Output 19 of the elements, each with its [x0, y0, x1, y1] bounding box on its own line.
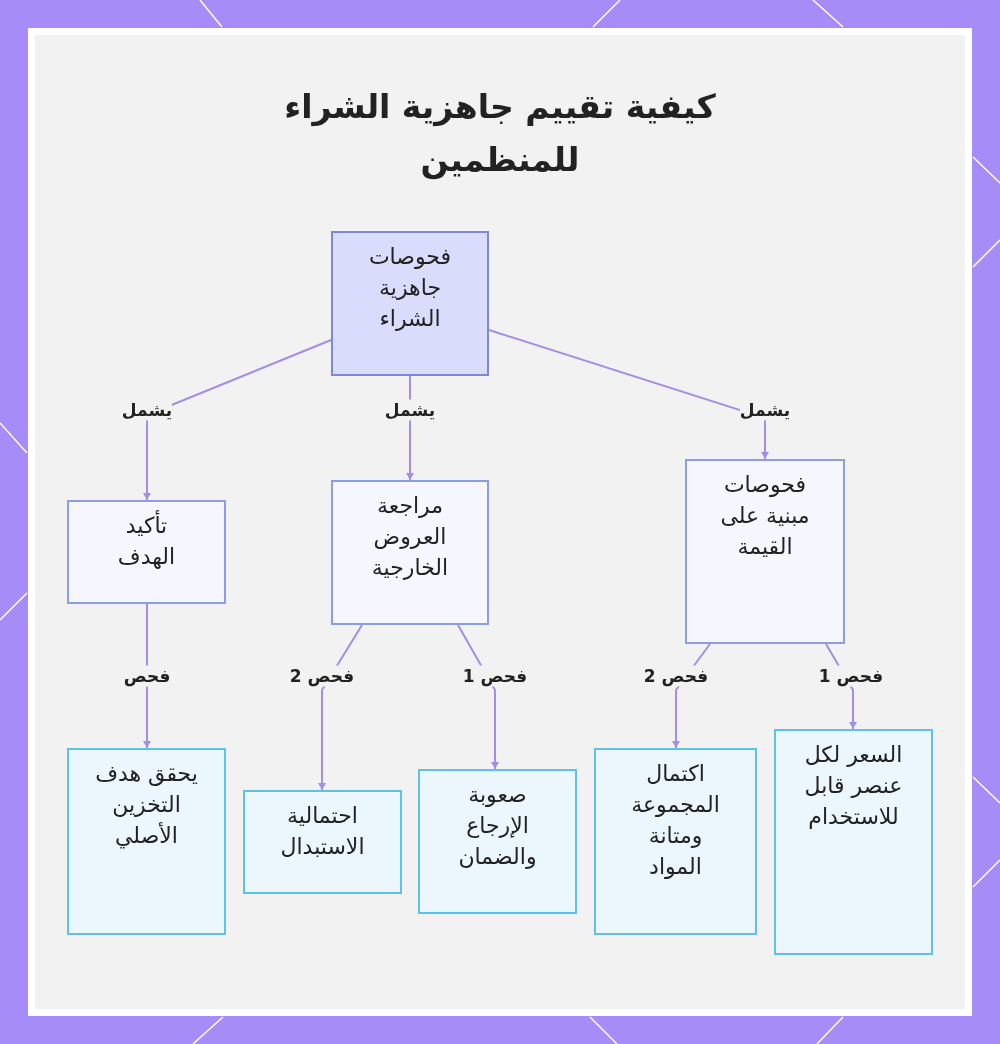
process-box: مراجعة العروض الخارجية — [331, 480, 489, 625]
arrow — [143, 339, 332, 501]
edge-label: فحص 1 — [462, 665, 528, 687]
arrow — [488, 329, 769, 460]
edge-label: يشمل — [384, 399, 436, 421]
process-box: فحوصات جاهزية الشراء — [331, 231, 489, 376]
process-box: تأكيد الهدف — [67, 500, 226, 604]
process-box: احتمالية الاستبدال — [243, 790, 402, 894]
edge-label: فحص 2 — [643, 665, 709, 687]
process-box: صعوبة الإرجاع والضمان — [418, 769, 577, 914]
arrow — [143, 603, 151, 749]
process-box: يحقق هدف التخزين الأصلي — [67, 748, 226, 935]
edge-label: فحص 2 — [289, 665, 355, 687]
edge-label: فحص — [123, 665, 171, 687]
process-box: اكتمال المجموعة ومتانة المواد — [594, 748, 757, 935]
edge-label: فحص 1 — [818, 665, 884, 687]
process-box: السعر لكل عنصر قابل للاستخدام — [774, 729, 933, 955]
process-box: فحوصات مبنية على القيمة — [685, 459, 845, 644]
title: كيفية تقييم جاهزية الشراء للمنظمين — [283, 86, 717, 182]
